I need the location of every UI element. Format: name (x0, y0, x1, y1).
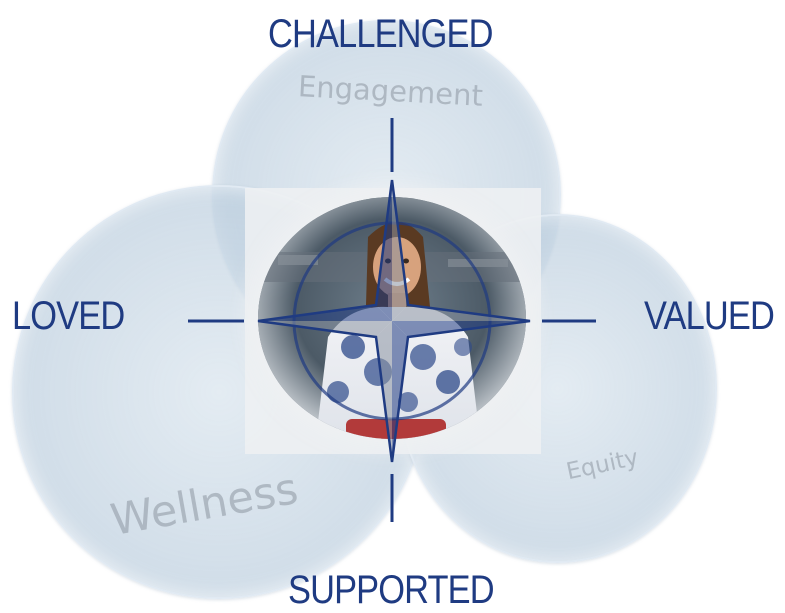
direction-label-supported: SUPPORTED (288, 568, 495, 612)
compass-star (257, 179, 531, 463)
direction-label-loved: LOVED (12, 294, 125, 338)
direction-label-challenged: CHALLENGED (268, 12, 493, 56)
direction-label-valued: VALUED (644, 294, 775, 338)
